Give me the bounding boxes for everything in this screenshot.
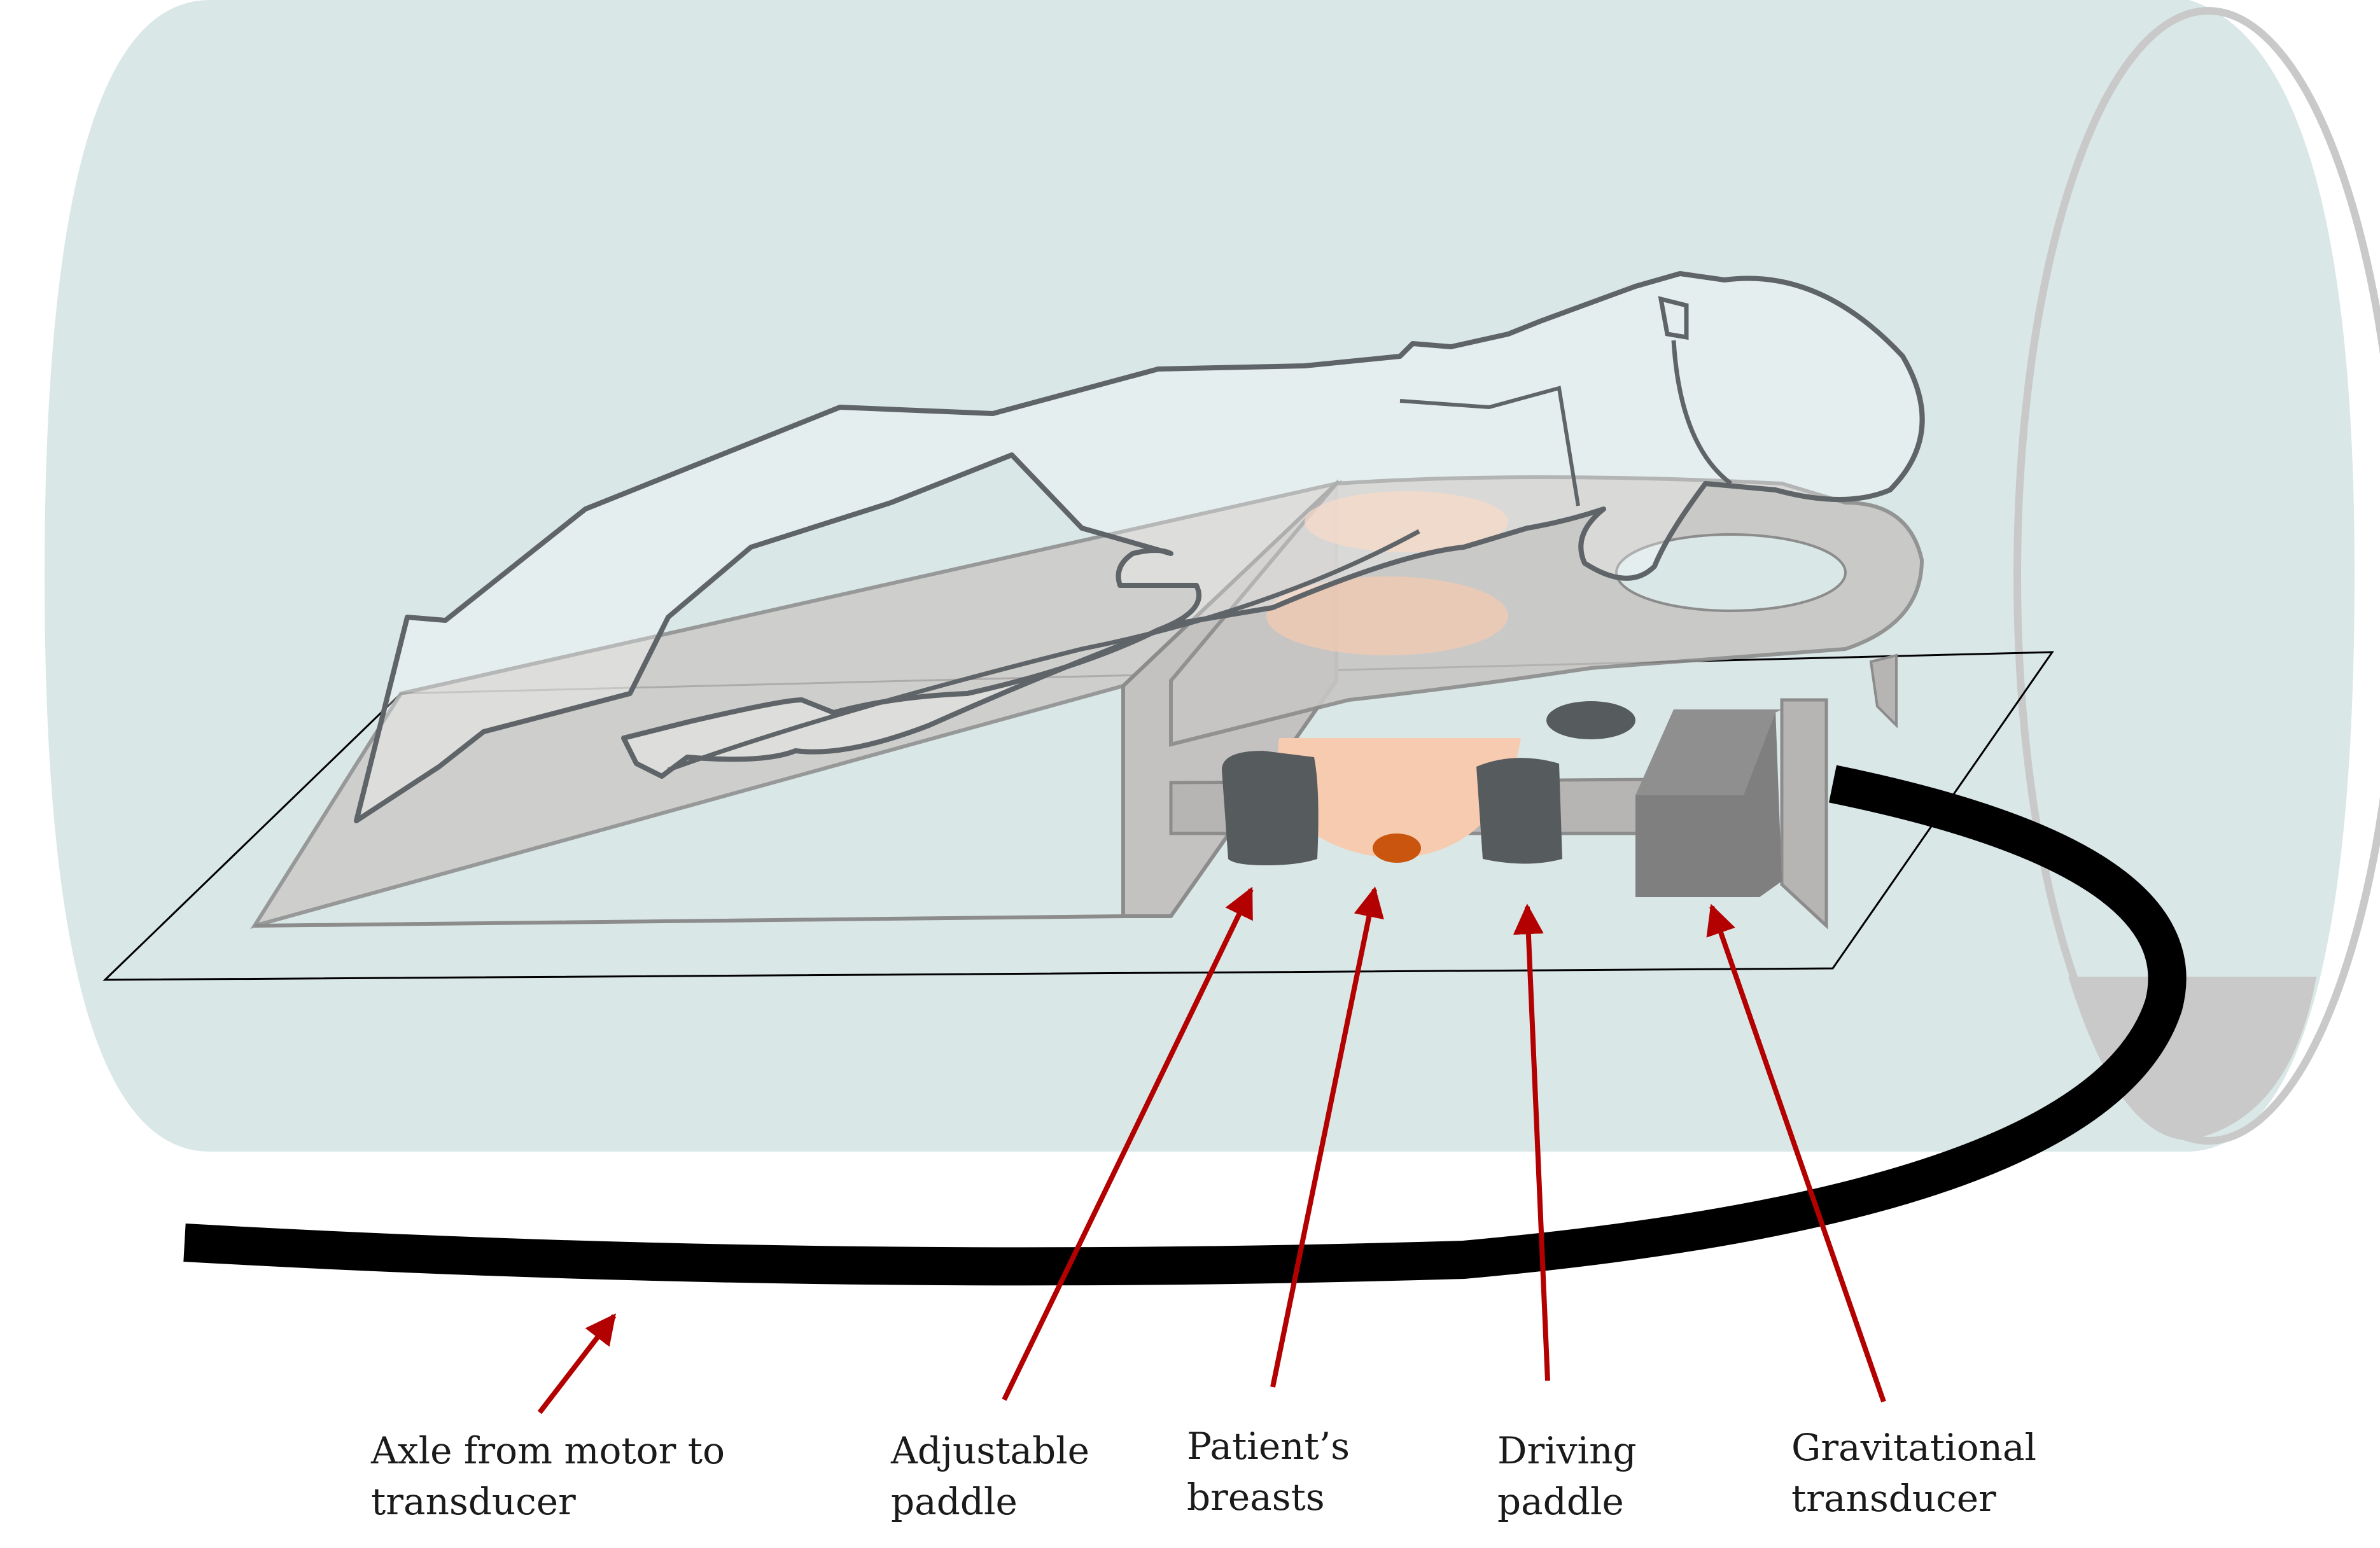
platform-leg-back [1869,653,1898,729]
platform-leg-right [1780,698,1828,930]
gravitational-transducer-label: Gravitational transducer [1791,1426,2048,1520]
patient-arm-line [667,529,1420,772]
axle-arrow [537,1313,617,1414]
head-hole [1615,533,1847,612]
adjustable-paddle-arrow [1002,886,1254,1401]
driving-paddle-arrow [1513,903,1550,1381]
driving-paddle-label: Driving paddle [1497,1429,1648,1523]
mri-bore-rim [2013,7,2380,1145]
breasts-label-line2: breasts [1187,1475,1325,1519]
axle-label-line1: Axle from motor to [370,1429,725,1472]
driving-paddle-label-line1: Driving [1497,1429,1637,1472]
axle [183,765,2187,1286]
breasts-label-line1: Patient’s [1187,1425,1350,1468]
adjustable-paddle [1222,751,1319,865]
breasts-arrow [1270,886,1384,1388]
mri-bore-floor [2068,977,2316,1140]
breasts-label: Patient’s breasts [1187,1425,1361,1519]
patient-arm-outline [1399,386,1580,506]
driving-paddle [1476,758,1562,864]
rear-paddle [1546,701,1635,739]
driving-paddle-label-line2: paddle [1497,1480,1624,1523]
breast-outline-left [1305,491,1508,552]
gravitational-transducer-label-line1: Gravitational [1791,1426,2036,1469]
patient-face-line [1658,296,1733,485]
gravitational-transducer-label-line2: transducer [1791,1477,1996,1520]
axle-label: Axle from motor to transducer [370,1429,736,1523]
adjustable-paddle-label-line2: paddle [891,1480,1018,1523]
axle-label-line2: transducer [371,1480,576,1523]
adjustable-paddle-label-line1: Adjustable [890,1429,1089,1472]
floor-plane [102,651,2054,981]
adjustable-paddle-label: Adjustable paddle [890,1429,1101,1523]
nipple [1373,833,1421,863]
transducer-arrow [1706,903,1886,1403]
transducer-top [1635,709,1782,795]
breast [1278,738,1521,859]
breast-outline-right [1266,576,1508,655]
